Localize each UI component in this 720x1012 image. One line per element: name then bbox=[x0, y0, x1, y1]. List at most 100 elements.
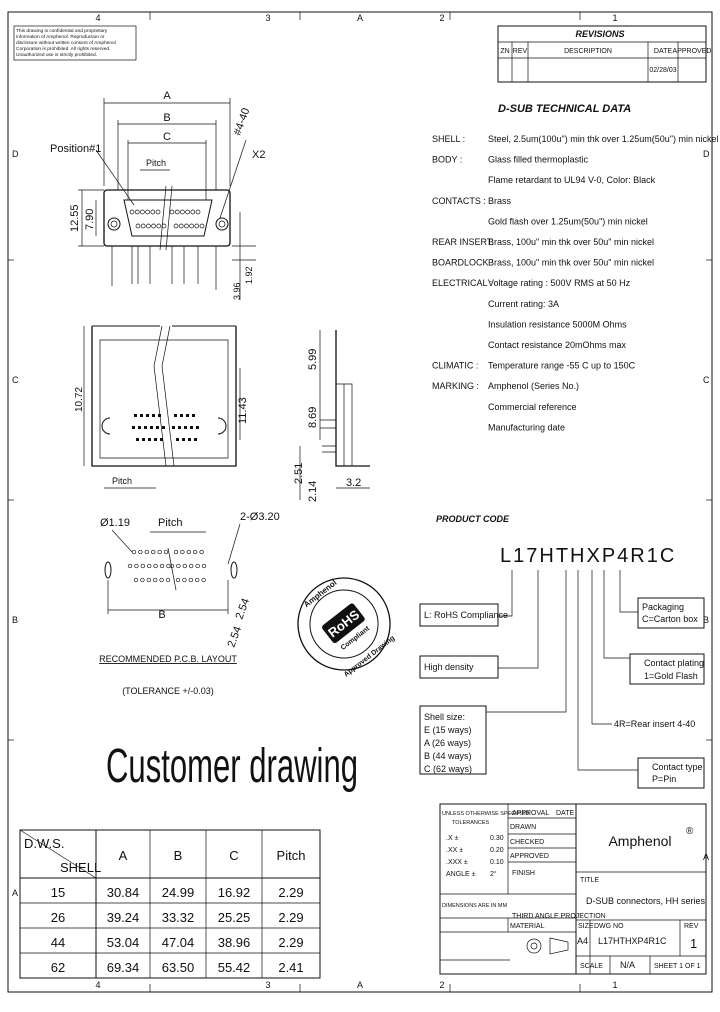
zone-right-c: C bbox=[703, 375, 710, 385]
pcb-hole bbox=[157, 549, 162, 555]
product-code-value: L17HTHXP4R1C bbox=[500, 545, 676, 567]
front-view: A B C Pitch Position#1 #4-40 X2 bbox=[50, 90, 265, 300]
tb-units: DIMENSIONS ARE IN MM bbox=[442, 903, 508, 909]
pin-mark bbox=[172, 426, 175, 429]
tech-label: CLIMATIC : bbox=[432, 361, 478, 371]
table-cell: 39.24 bbox=[107, 910, 140, 925]
table-cell: 53.04 bbox=[107, 935, 140, 950]
pcb-hole bbox=[199, 549, 204, 555]
dim-2-14: 2.14 bbox=[307, 481, 319, 502]
pcb-hole bbox=[173, 549, 179, 555]
pin-mark bbox=[152, 414, 155, 417]
pin-mark bbox=[180, 414, 183, 417]
zone-top-4: 4 bbox=[95, 13, 100, 23]
pcb-layout: Ø1.19 Pitch 2-Ø3.20 B 2.54 2.54 RECOMMEN… bbox=[99, 511, 280, 696]
pcb-caption: RECOMMENDED P.C.B. LAYOUT bbox=[99, 654, 237, 664]
pin-mark bbox=[136, 438, 139, 441]
tech-label: MARKING : bbox=[432, 381, 479, 391]
tb-sheet: SHEET 1 OF 1 bbox=[654, 963, 701, 970]
notice-line: This drawing is confidential and proprie… bbox=[16, 28, 108, 34]
tech-value: Temperature range -55 C up to 150C bbox=[488, 361, 636, 371]
zone-bottom-a: A bbox=[357, 980, 363, 990]
zone-labels-right: D C B A bbox=[703, 149, 710, 862]
rev-header-description: DESCRIPTION bbox=[564, 48, 612, 55]
tech-value: Gold flash over 1.25um(50u") min nickel bbox=[488, 216, 648, 226]
notice-line: Unauthorized use is strictly prohibited. bbox=[16, 52, 97, 58]
pin-mark bbox=[186, 414, 189, 417]
revisions-block: REVISIONS ZN REV DESCRIPTION DATE APPROV… bbox=[497, 25, 711, 83]
tech-label: BODY : bbox=[432, 155, 462, 165]
pin-mark bbox=[196, 426, 199, 429]
pcb-hole bbox=[133, 577, 139, 583]
tb-angle-proj: THIRD ANGLE PROJECTION bbox=[512, 913, 606, 920]
pin-mark bbox=[162, 426, 165, 429]
pcb-hole bbox=[180, 549, 185, 555]
pc-shell-c: C (62 ways) bbox=[424, 764, 472, 774]
pin-mark bbox=[176, 438, 179, 441]
customer-drawing-headline: Customer drawing bbox=[106, 740, 358, 793]
tech-value: Brass, 100u" min thk over 50u" min nicke… bbox=[488, 237, 654, 247]
pcb-hole bbox=[201, 577, 206, 583]
tb-approval-date: DATE bbox=[556, 810, 574, 817]
zone-left-b: B bbox=[12, 615, 18, 625]
tech-label: BOARDLOCK : bbox=[432, 258, 494, 268]
tb-dwg: L17HTHXP4R1C bbox=[598, 936, 667, 946]
table-header-pitch: Pitch bbox=[277, 848, 306, 863]
dim-8-69: 8.69 bbox=[307, 407, 319, 428]
pc-contact-value: P=Pin bbox=[652, 774, 676, 784]
pin-mark bbox=[184, 426, 187, 429]
pc-density-label: High density bbox=[424, 662, 474, 672]
tech-title: D-SUB TECHNICAL DATA bbox=[498, 103, 631, 115]
hole-qty: X2 bbox=[252, 149, 265, 161]
product-code-title: PRODUCT CODE bbox=[436, 514, 510, 524]
pin-hole bbox=[195, 209, 201, 215]
dim-3-96: 3.96 bbox=[232, 282, 242, 300]
zone-top-1: 1 bbox=[612, 13, 617, 23]
tb-title-label: TITLE bbox=[580, 877, 599, 884]
pin-hole bbox=[155, 209, 161, 215]
tech-label: SHELL : bbox=[432, 134, 465, 144]
zone-right-b: B bbox=[703, 615, 709, 625]
tech-label: CONTACTS : bbox=[432, 196, 486, 206]
tb-size: A4 bbox=[577, 936, 588, 946]
pcb-hole bbox=[163, 549, 169, 555]
tech-value: Commercial reference bbox=[488, 402, 577, 412]
tech-label: ELECTRICAL : bbox=[432, 278, 492, 288]
pin-hole bbox=[145, 209, 150, 215]
pcb-hole bbox=[138, 549, 143, 555]
pcb-mount-label: 2-Ø3.20 bbox=[240, 511, 280, 523]
dim-c-label: C bbox=[163, 131, 171, 143]
tb-scale: N/A bbox=[620, 960, 635, 970]
dim-1-92: 1.92 bbox=[244, 266, 254, 284]
table-header-c: C bbox=[229, 848, 238, 863]
table-cell: 33.32 bbox=[162, 910, 195, 925]
zone-left-c: C bbox=[12, 375, 19, 385]
table-cell: 47.04 bbox=[162, 935, 195, 950]
pin-mark bbox=[140, 414, 143, 417]
pin-hole bbox=[140, 223, 146, 229]
table-cell: 30.84 bbox=[107, 885, 140, 900]
tb-rev: 1 bbox=[690, 936, 697, 951]
pin-mark bbox=[142, 438, 145, 441]
table-cell: 15 bbox=[51, 885, 65, 900]
notice-line: information of Amphenol. Reproduction or bbox=[16, 34, 105, 40]
pc-shell-a: A (26 ways) bbox=[424, 738, 471, 748]
pcb-hole bbox=[153, 563, 158, 569]
pcb-dim-b: B bbox=[158, 609, 165, 621]
pcb-hole bbox=[146, 577, 151, 583]
pin-mark bbox=[178, 426, 181, 429]
tech-value: Manufacturing date bbox=[488, 422, 565, 432]
zone-top-a: A bbox=[357, 13, 363, 23]
pin-hole bbox=[150, 209, 156, 215]
rev-row-date: 02/28/03 bbox=[649, 67, 676, 74]
pin-hole bbox=[190, 209, 196, 215]
table-cell: 62 bbox=[51, 960, 65, 975]
pin-hole bbox=[140, 209, 145, 215]
pc-plating-title: Contact plating bbox=[644, 658, 704, 668]
pin-hole bbox=[134, 209, 140, 215]
tech-value: Glass filled thermoplastic bbox=[488, 155, 589, 165]
pin-mark bbox=[132, 426, 135, 429]
zone-labels-left: D C B A bbox=[12, 149, 19, 898]
